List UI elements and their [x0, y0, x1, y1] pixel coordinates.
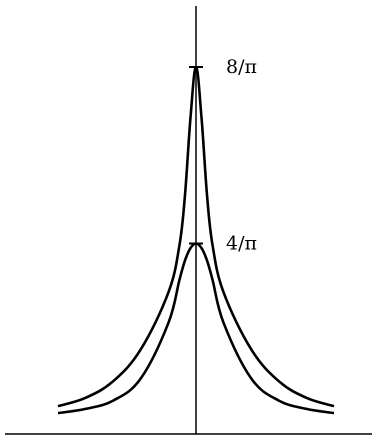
peak-label-4-over-pi: 4/π: [226, 233, 257, 255]
peak-label-8-over-pi: 8/π: [226, 56, 257, 78]
peak-markers: [189, 66, 203, 245]
